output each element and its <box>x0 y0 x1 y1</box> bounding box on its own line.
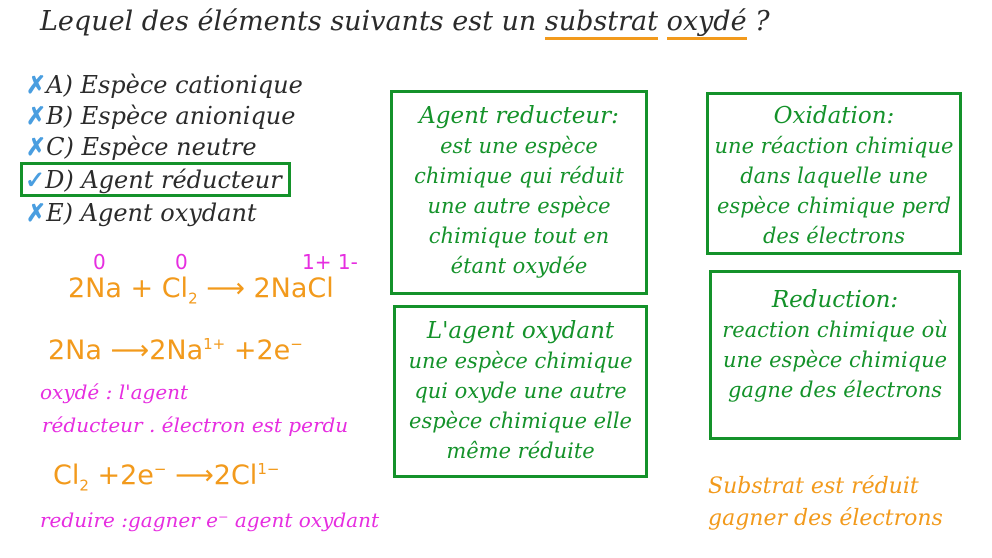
footer-line-2: gagner des électrons <box>708 506 943 531</box>
box-line: gagne des électrons <box>727 378 943 402</box>
oxidation-number-na: 0 <box>93 250 106 274</box>
box-line: une réaction chimique <box>714 134 954 158</box>
oxidation-number-nacl: 1+ 1- <box>302 250 358 274</box>
eq1-lhs: 2Na + Cl <box>68 273 189 304</box>
eq2-rest: +2e <box>225 335 291 366</box>
box-heading: Reduction: <box>771 287 899 313</box>
option-label: D) Agent réducteur <box>45 166 282 194</box>
eq3-rest: +2e <box>88 460 154 491</box>
eq2-lhs: 2Na ⟶2Na <box>48 335 204 366</box>
box-oxidation: Oxidation: une réaction chimique dans la… <box>706 92 962 255</box>
cross-icon: ✗ <box>26 198 47 227</box>
box-line: chimique tout en <box>428 224 610 248</box>
eq3-electron-charge: − <box>153 460 167 478</box>
box-agent-oxydant: L'agent oxydant une espèce chimique qui … <box>393 305 648 478</box>
title-suffix: ? <box>746 6 770 37</box>
note-reduire: reduire :gagner e⁻ agent oxydant <box>40 508 379 532</box>
box-reduction: Reduction: reaction chimique où une espè… <box>709 270 961 440</box>
box-line: chimique qui réduit <box>414 164 624 188</box>
box-line: une espèce chimique <box>408 349 633 373</box>
note-reducteur: réducteur . électron est perdu <box>42 413 349 437</box>
option-label: B) Espèce anionique <box>46 102 296 130</box>
equation-1: 2Na + Cl2 ⟶ 2NaCl <box>68 273 334 307</box>
option-b: ✗B) Espèce anionique <box>26 101 295 130</box>
title-oxyde: oxydé <box>666 6 747 40</box>
cross-icon: ✗ <box>26 132 47 161</box>
box-line: espèce chimique elle <box>409 409 632 433</box>
eq2-charge: 1+ <box>203 335 226 353</box>
option-c: ✗C) Espèce neutre <box>26 132 257 161</box>
eq3-charge: 1− <box>257 460 280 478</box>
title-substrat: substrat <box>544 6 658 40</box>
eq3-cl: Cl <box>53 460 80 491</box>
eq1-rhs: ⟶ 2NaCl <box>197 273 334 304</box>
oxidation-number-cl: 0 <box>175 250 188 274</box>
question-title: Lequel des éléments suivants est un subs… <box>40 6 770 40</box>
equation-2: 2Na ⟶2Na1+ +2e− <box>48 335 303 366</box>
box-line: dans laquelle une <box>740 164 928 188</box>
eq3-sub: 2 <box>79 476 89 495</box>
box-line: espèce chimique perd <box>717 194 951 218</box>
cross-icon: ✗ <box>26 101 47 130</box>
check-icon: ✓ <box>25 165 46 194</box>
box-line: qui oxyde une autre <box>414 379 627 403</box>
option-label: A) Espèce cationique <box>46 71 303 99</box>
box-heading: Agent reducteur: <box>419 103 619 129</box>
box-line: étant oxydée <box>450 254 588 278</box>
option-label: E) Agent oxydant <box>46 199 257 227</box>
box-line: une espèce chimique <box>722 348 948 372</box>
eq1-sub: 2 <box>188 289 198 308</box>
box-agent-reducteur: Agent reducteur: est une espèce chimique… <box>390 90 648 295</box>
eq3-rhs: ⟶2Cl <box>166 460 258 491</box>
equation-3: Cl2 +2e− ⟶2Cl1− <box>53 460 279 494</box>
eq2-electron-charge: − <box>290 335 303 353</box>
title-text: Lequel des éléments suivants est un <box>40 6 545 37</box>
box-line: des électrons <box>762 224 906 248</box>
box-heading: L'agent oxydant <box>426 318 615 344</box>
box-line: reaction chimique où <box>722 318 948 342</box>
title-space <box>658 6 667 37</box>
box-line: est une espèce <box>440 134 598 158</box>
option-a: ✗A) Espèce cationique <box>26 70 303 99</box>
footer-line-1: Substrat est réduit <box>708 474 919 499</box>
box-heading: Oxidation: <box>773 103 895 129</box>
option-label: C) Espèce neutre <box>46 133 257 161</box>
box-line: même réduite <box>446 439 595 463</box>
option-d-correct: ✓D) Agent réducteur <box>20 162 291 197</box>
option-e: ✗E) Agent oxydant <box>26 198 257 227</box>
cross-icon: ✗ <box>26 70 47 99</box>
box-line: une autre espèce <box>427 194 611 218</box>
note-oxyde: oxydé : l'agent <box>40 380 189 404</box>
